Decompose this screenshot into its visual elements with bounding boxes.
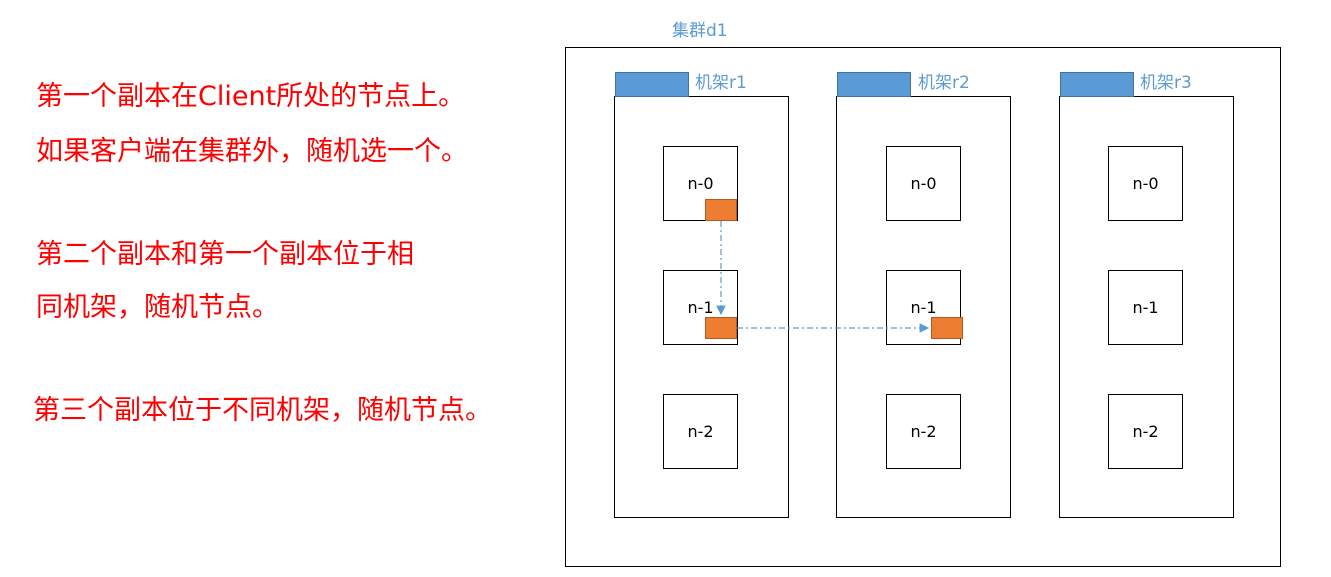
note-second-replica-2: 同机架，随机节点。 [36, 292, 279, 323]
rack-r1-label: 机架r1 [695, 73, 747, 93]
note-first-replica: 第一个副本在Client所处的节点上。 [36, 81, 466, 112]
cluster-box [565, 47, 1281, 567]
note-second-replica-1: 第二个副本和第一个副本位于相 [36, 239, 414, 270]
rack-r3-label: 机架r3 [1140, 73, 1192, 93]
rack-r3-node-1: n-1 [1108, 270, 1183, 345]
rack-r1-node-2: n-2 [663, 394, 738, 469]
rack-r2-tab [837, 72, 911, 97]
rack-r2-label: 机架r2 [918, 73, 970, 93]
rack-r3-node-2: n-2 [1108, 394, 1183, 469]
cluster-title: 集群d1 [672, 21, 728, 41]
rack-r2-node-0: n-0 [886, 146, 961, 221]
rack-r1-tab [615, 72, 689, 97]
note-client-outside: 如果客户端在集群外，随机选一个。 [36, 136, 468, 167]
rack-r2-node-2: n-2 [886, 394, 961, 469]
replica-3 [931, 317, 963, 339]
replica-1 [705, 199, 737, 221]
note-third-replica: 第三个副本位于不同机架，随机节点。 [33, 395, 492, 426]
rack-r3-tab [1060, 72, 1134, 97]
rack-r3-node-0: n-0 [1108, 146, 1183, 221]
replica-2 [705, 317, 737, 339]
